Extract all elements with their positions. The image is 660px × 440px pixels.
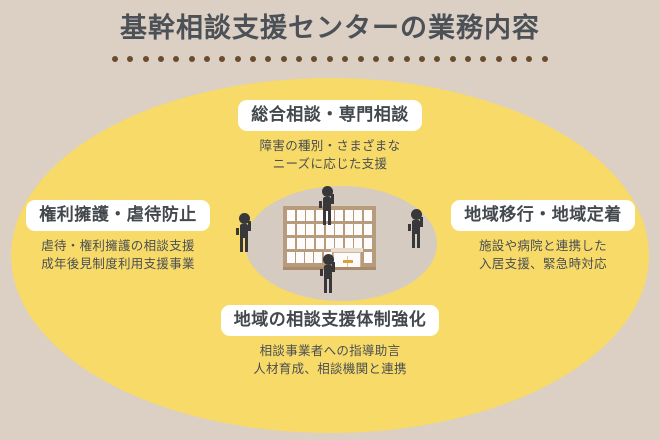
title-dot: [250, 56, 257, 62]
person-hip-arm: [320, 269, 323, 276]
title-dot: [388, 56, 395, 62]
section-left-description-line1: 虐待・権利擁護の相談支援: [41, 238, 195, 253]
title-dot: [296, 56, 303, 62]
person-raised-arm: [332, 262, 335, 272]
title-dot: [541, 56, 548, 62]
title-dot: [357, 56, 364, 62]
person-hip-arm: [319, 201, 322, 208]
title-dot: [434, 56, 441, 62]
person-head: [323, 254, 334, 265]
title-dot: [495, 56, 502, 62]
section-right-label: 地域移行・地域定着: [451, 200, 635, 231]
section-top: 総合相談・専門相談 障害の種別・さまざまな ニーズに応じた支援: [180, 100, 480, 173]
title-dot: [204, 56, 211, 62]
title-dot: [326, 56, 333, 62]
person-leg: [240, 237, 243, 252]
title-dot: [480, 56, 487, 62]
person-head: [322, 186, 333, 197]
section-right-description-line2: 入居支援、緊急時対応: [478, 256, 607, 271]
page-title: 基幹相談支援センターの業務内容: [120, 13, 540, 44]
building-window-row: [287, 224, 372, 235]
section-bottom-description-line2: 人材育成、相談機関と連携: [253, 361, 407, 376]
title-dot: [234, 56, 241, 62]
person-figure-icon: [317, 186, 339, 228]
section-right-description-line1: 施設や病院と連携した: [478, 238, 607, 253]
title-dot: [510, 56, 517, 62]
building-door-awning: [331, 248, 363, 252]
person-figure-icon: [406, 209, 428, 251]
title-dot: [526, 56, 533, 62]
title-dot: [311, 56, 318, 62]
person-raised-arm: [331, 194, 334, 204]
person-body: [323, 197, 331, 211]
title-dot: [173, 56, 180, 62]
section-bottom-description-line1: 相談事業者への指導助言: [259, 343, 401, 358]
title-dot: [188, 56, 195, 62]
section-top-description-line2: ニーズに応じた支援: [272, 156, 388, 171]
person-head: [411, 209, 422, 220]
person-raised-arm: [248, 221, 251, 231]
building-window-row: [287, 238, 372, 249]
section-right: 地域移行・地域定着 施設や病院と連携した 入居支援、緊急時対応: [428, 200, 658, 273]
title-dot: [127, 56, 134, 62]
person-leg: [324, 278, 327, 293]
title-dot: [342, 56, 349, 62]
section-top-description-line1: 障害の種別・さまざまな: [259, 138, 401, 153]
title-dot: [403, 56, 410, 62]
section-left-label: 権利擁護・虐待防止: [26, 200, 210, 231]
section-left: 権利擁護・虐待防止 虐待・権利擁護の相談支援 成年後見制度利用支援事業: [3, 200, 233, 273]
section-top-label: 総合相談・専門相談: [238, 100, 422, 131]
person-leg: [417, 233, 420, 248]
door-handle-icon: [343, 260, 353, 263]
person-leg: [328, 210, 331, 225]
section-bottom-label: 地域の相談支援体制強化: [220, 305, 440, 336]
title-dot: [158, 56, 165, 62]
title-dot: [112, 56, 118, 62]
title-area: 基幹相談支援センターの業務内容: [0, 0, 660, 78]
person-body: [324, 265, 332, 279]
person-hip-arm: [236, 228, 239, 235]
title-dot: [464, 56, 471, 62]
title-dot: [418, 56, 425, 62]
section-bottom: 地域の相談支援体制強化 相談事業者への指導助言 人材育成、相談機関と連携: [180, 305, 480, 378]
title-dot: [280, 56, 287, 62]
title-dot: [372, 56, 379, 62]
title-dot: [219, 56, 226, 62]
person-figure-icon: [318, 254, 340, 296]
person-leg: [245, 237, 248, 252]
person-body: [240, 224, 248, 238]
door-split-line: [347, 256, 348, 270]
person-leg: [412, 233, 415, 248]
title-dot: [265, 56, 272, 62]
title-dot: [449, 56, 456, 62]
person-figure-icon: [234, 213, 256, 255]
section-left-description-line2: 成年後見制度利用支援事業: [41, 256, 195, 271]
person-body: [412, 220, 420, 234]
title-dot: [142, 56, 149, 62]
person-raised-arm: [420, 217, 423, 227]
title-dot-divider: [112, 55, 548, 63]
person-leg: [323, 210, 326, 225]
person-hip-arm: [408, 224, 411, 231]
person-head: [239, 213, 250, 224]
person-leg: [329, 278, 332, 293]
